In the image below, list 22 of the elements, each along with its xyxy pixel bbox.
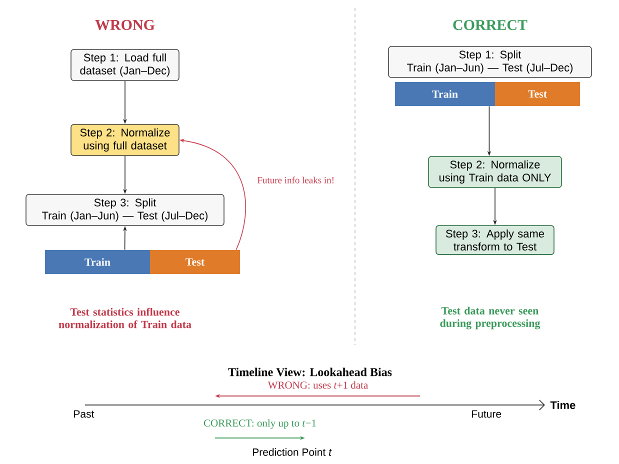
axis-label: Past <box>74 410 94 418</box>
caption: Test statistics influence normalization of Train data <box>58 308 192 328</box>
process-box: Step 3: Apply same transform to Test <box>436 225 554 255</box>
process-box: Step 1: Load full dataset (Jan–Dec) <box>70 48 180 82</box>
marker-label: Prediction Point t <box>253 448 332 456</box>
axis-label: Future <box>472 410 502 418</box>
data-bar: Train <box>395 82 495 106</box>
axis-label: Time <box>550 400 576 410</box>
column-heading: WRONG <box>95 20 155 30</box>
data-bar: Test <box>495 82 580 106</box>
arrow-label: WRONG: uses t+1 data <box>268 381 368 389</box>
data-bar: Test <box>150 250 240 274</box>
caption: Test data never seen during preprocessing <box>440 306 540 330</box>
column-heading: CORRECT <box>453 20 528 30</box>
process-box: Step 2: Normalize using Train data ONLY <box>428 156 562 188</box>
edge-label: Future info leaks in! <box>256 176 336 184</box>
section-heading: Timeline View: Lookahead Bias <box>228 368 392 376</box>
process-box: Step 2: Normalize using full dataset <box>70 124 180 156</box>
data-bar: Train <box>45 250 150 274</box>
arrow-label: CORRECT: only up to t−1 <box>204 419 316 429</box>
process-box: Step 1: Split Train (Jan–Jun) — Test (Jul–Dec) <box>388 46 592 78</box>
process-box: Step 3: Split Train (Jan–Jun) — Test (Jul–Dec) <box>26 194 224 226</box>
